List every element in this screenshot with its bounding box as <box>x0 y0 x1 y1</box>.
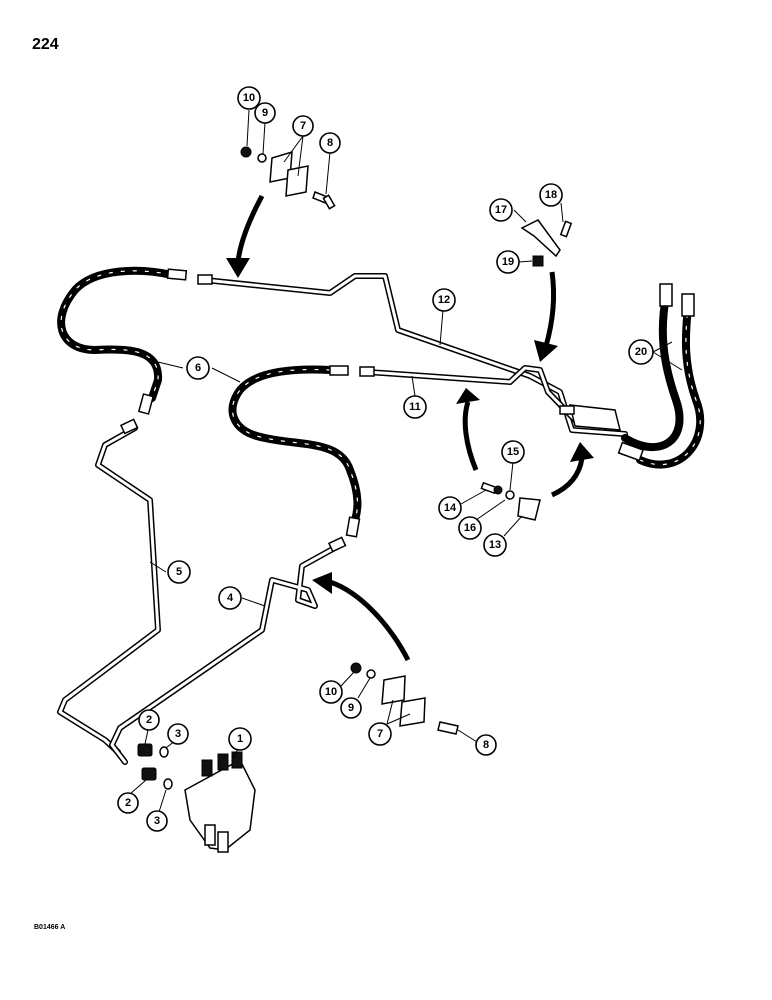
callout: 19 <box>496 250 520 274</box>
callout: 18 <box>539 183 563 207</box>
svg-text:10: 10 <box>325 686 337 698</box>
clamp-group-top <box>240 146 336 210</box>
svg-text:17: 17 <box>495 204 507 216</box>
leader-lines <box>129 109 683 813</box>
svg-text:15: 15 <box>507 446 519 458</box>
svg-text:4: 4 <box>227 592 234 604</box>
callout: 20 <box>628 339 654 365</box>
svg-text:3: 3 <box>154 815 160 827</box>
hose-6-left <box>57 266 188 415</box>
svg-text:13: 13 <box>489 539 501 551</box>
svg-text:14: 14 <box>444 502 457 514</box>
svg-text:16: 16 <box>464 522 476 534</box>
callout: 3 <box>146 810 168 832</box>
clamp-group-middle <box>480 481 541 521</box>
figure-code: B01466 A <box>34 924 66 931</box>
callout: 11 <box>403 395 427 419</box>
tube-12 <box>202 273 628 437</box>
svg-text:7: 7 <box>377 728 383 740</box>
callout: 15 <box>501 440 525 464</box>
svg-text:8: 8 <box>483 739 489 751</box>
callout: 6 <box>186 356 210 380</box>
callout: 10 <box>237 86 261 110</box>
callout: 2 <box>117 792 139 814</box>
tube-bracket <box>559 404 621 431</box>
svg-text:2: 2 <box>146 714 152 726</box>
callout: 1 <box>228 727 252 751</box>
callout: 7 <box>368 722 392 746</box>
clamp-group-right <box>520 219 573 267</box>
svg-text:19: 19 <box>502 256 514 268</box>
hose-20 <box>617 283 705 469</box>
callout: 8 <box>319 132 341 154</box>
callout: 4 <box>218 586 242 610</box>
callout: 2 <box>138 709 160 731</box>
svg-text:1: 1 <box>237 733 243 745</box>
page-number: 224 <box>32 36 59 53</box>
svg-text:20: 20 <box>635 346 647 358</box>
callout: 3 <box>167 723 189 745</box>
svg-text:5: 5 <box>176 566 182 578</box>
callout: 16 <box>458 516 482 540</box>
svg-text:9: 9 <box>262 107 268 119</box>
callout: 5 <box>167 560 191 584</box>
tube-4 <box>109 542 343 765</box>
tube-11 <box>365 365 578 423</box>
svg-text:8: 8 <box>327 137 333 149</box>
tube-5 <box>57 425 161 755</box>
callout: 7 <box>292 115 314 137</box>
callout: 9 <box>254 102 276 124</box>
svg-text:10: 10 <box>243 92 255 104</box>
callout: 8 <box>475 734 497 756</box>
svg-text:3: 3 <box>175 728 181 740</box>
control-valve <box>137 743 256 853</box>
svg-text:2: 2 <box>125 797 131 809</box>
svg-text:12: 12 <box>438 294 450 306</box>
tube-fittings <box>119 274 375 553</box>
svg-text:18: 18 <box>545 189 557 201</box>
callout: 9 <box>340 697 362 719</box>
arrows <box>226 194 594 662</box>
callout: 13 <box>483 533 507 557</box>
hose-6-right <box>228 365 362 538</box>
callout: 10 <box>319 680 343 704</box>
svg-text:9: 9 <box>348 702 354 714</box>
svg-text:11: 11 <box>409 401 421 413</box>
svg-text:7: 7 <box>300 120 306 132</box>
callout: 17 <box>489 198 513 222</box>
callout: 14 <box>438 496 462 520</box>
callout: 12 <box>432 288 456 312</box>
clamp-group-bottom <box>350 662 459 735</box>
svg-text:6: 6 <box>195 362 201 374</box>
